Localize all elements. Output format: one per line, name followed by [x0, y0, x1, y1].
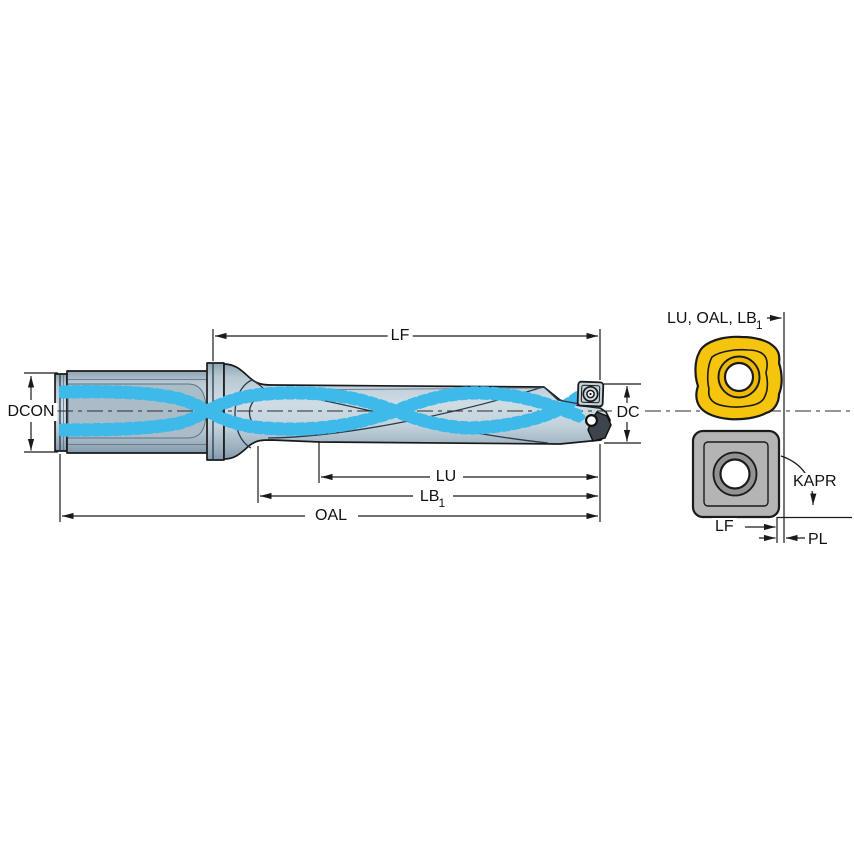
- label-dcon: DCON: [4, 403, 58, 421]
- label-kapr: KAPR: [790, 473, 840, 491]
- label-lu: LU: [432, 468, 460, 486]
- coolant-hole-icon: [584, 414, 598, 428]
- label-lf-insert: LF: [712, 518, 737, 536]
- insert-panel: [691, 312, 852, 543]
- insert-gray: [691, 429, 781, 519]
- insert-screw-icon: [582, 385, 599, 403]
- label-pl: PL: [805, 531, 831, 549]
- drill-head: [543, 380, 612, 442]
- insert-yellow: [694, 335, 783, 421]
- dimension-lines: [24, 329, 641, 522]
- label-lb1: LB1: [416, 488, 450, 510]
- label-lf: LF: [387, 327, 413, 345]
- shank: [66, 370, 209, 454]
- label-oal: OAL: [311, 507, 351, 525]
- label-dc: DC: [613, 404, 643, 422]
- label-insert-ref: LU, OAL, LB1: [664, 310, 767, 332]
- coolant-channels: [58, 388, 586, 433]
